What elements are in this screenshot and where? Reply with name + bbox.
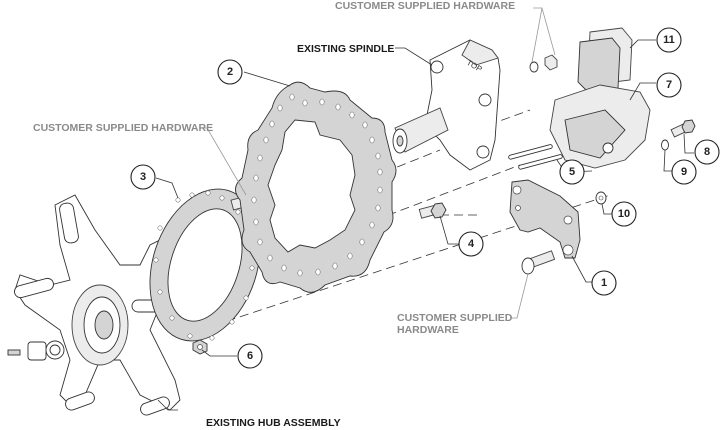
caliper <box>549 84 651 169</box>
callout-10-number: 10 <box>618 208 630 220</box>
hub-assembly <box>7 194 181 416</box>
callout-8: 8 <box>694 139 720 165</box>
callout-4-number: 4 <box>468 238 475 250</box>
caliper-bolt <box>670 119 696 138</box>
callout-5-number: 5 <box>569 166 575 178</box>
callout-3-number: 3 <box>140 171 146 183</box>
pad-retainer-pins <box>508 144 563 170</box>
callout-11: 11 <box>656 27 682 53</box>
callout-10: 10 <box>611 201 637 227</box>
leader-lines <box>155 7 694 411</box>
label-customer-hardware-top: CUSTOMER SUPPLIED HARDWARE <box>335 0 515 12</box>
bracket-washer <box>595 191 607 205</box>
label-existing-spindle: EXISTING SPINDLE <box>297 43 394 55</box>
callout-6: 6 <box>237 343 263 369</box>
label-customer-hardware-bottom-2: HARDWARE <box>397 324 459 336</box>
callout-11-number: 11 <box>663 34 675 46</box>
label-customer-hardware-left: CUSTOMER SUPPLIED HARDWARE <box>33 122 213 134</box>
rotor <box>235 81 397 293</box>
callout-4: 4 <box>458 231 484 257</box>
lock-nut <box>192 339 208 355</box>
callout-9: 9 <box>671 159 697 185</box>
customer-washer-nut-top <box>529 54 558 73</box>
caliper-bracket <box>509 179 581 259</box>
brake-pads <box>577 27 633 93</box>
callout-1: 1 <box>591 270 617 296</box>
callout-9-number: 9 <box>681 166 687 178</box>
callout-7-number: 7 <box>666 79 672 91</box>
label-existing-hub: EXISTING HUB ASSEMBLY <box>206 417 341 429</box>
rotor-bolt <box>418 202 447 219</box>
callout-5: 5 <box>559 159 585 185</box>
customer-bolt-bottom <box>521 250 556 275</box>
callout-2: 2 <box>217 59 243 85</box>
callout-6-number: 6 <box>247 350 253 362</box>
spindle: TOP <box>392 39 501 171</box>
caliper-washer <box>661 139 669 151</box>
callout-7: 7 <box>656 72 682 98</box>
callout-3: 3 <box>130 164 156 190</box>
callout-8-number: 8 <box>704 146 710 158</box>
rotor-adapter <box>149 188 261 342</box>
label-customer-hardware-bottom-1: CUSTOMER SUPPLIED <box>397 312 513 324</box>
callout-1-number: 1 <box>601 277 607 289</box>
callout-2-number: 2 <box>227 66 233 78</box>
